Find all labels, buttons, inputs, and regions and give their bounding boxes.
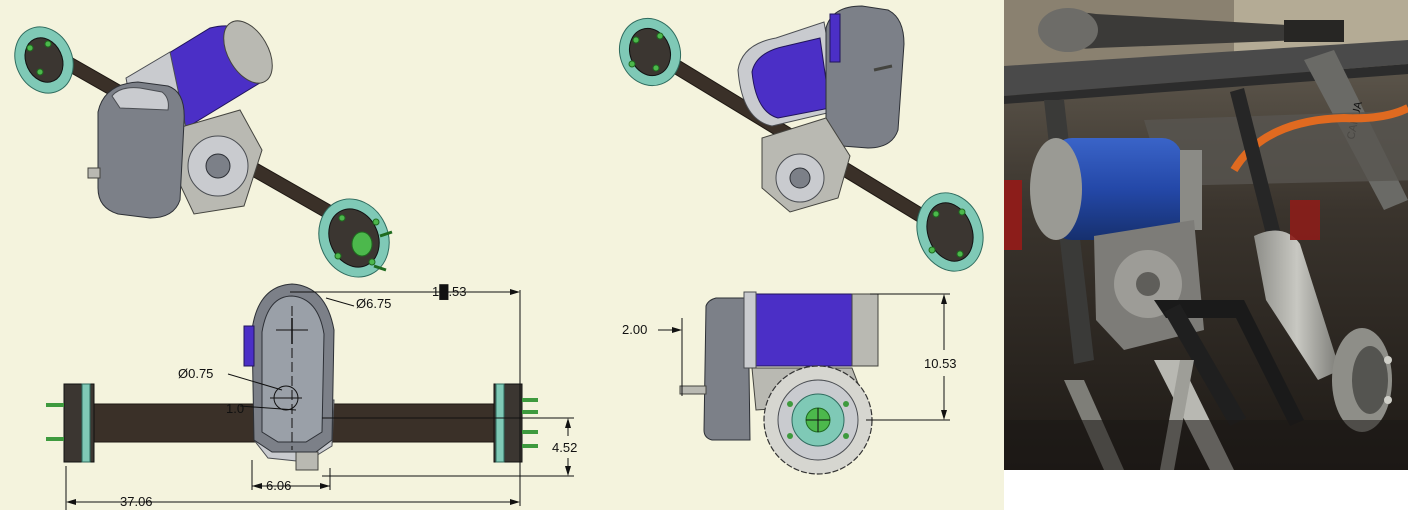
cad-drawing-svg: 37.06 Ø6.75 Ø0.75 1█.53 1.0 6.06 4.52 [14, 5, 984, 510]
dim-side-height: 10.53 [924, 356, 957, 371]
dim-axle-height: 4.52 [552, 440, 577, 455]
photo-illustration-svg: CAHUA [1004, 0, 1408, 470]
installed-drivetrain-photo: CAHUA [1004, 0, 1408, 470]
dim-housing-diameter: Ø6.75 [356, 296, 391, 311]
dim-offset-small: 1.0 [226, 401, 244, 416]
dim-width-bottom: 6.06 [266, 478, 291, 493]
isometric-view-right [619, 5, 984, 272]
side-view: 2.00 10.53 [622, 291, 957, 475]
dim-shaft-diameter: Ø0.75 [178, 366, 213, 381]
cad-drawing-panel: 37.06 Ø6.75 Ø0.75 1█.53 1.0 6.06 4.52 [0, 0, 1004, 510]
front-view: 37.06 Ø6.75 Ø0.75 1█.53 1.0 6.06 4.52 [46, 283, 577, 510]
dim-side-offset: 2.00 [622, 322, 647, 337]
isometric-view-left [14, 20, 393, 278]
dim-height-right: 1█.53 [432, 284, 467, 300]
dim-overall-length: 37.06 [120, 494, 153, 509]
